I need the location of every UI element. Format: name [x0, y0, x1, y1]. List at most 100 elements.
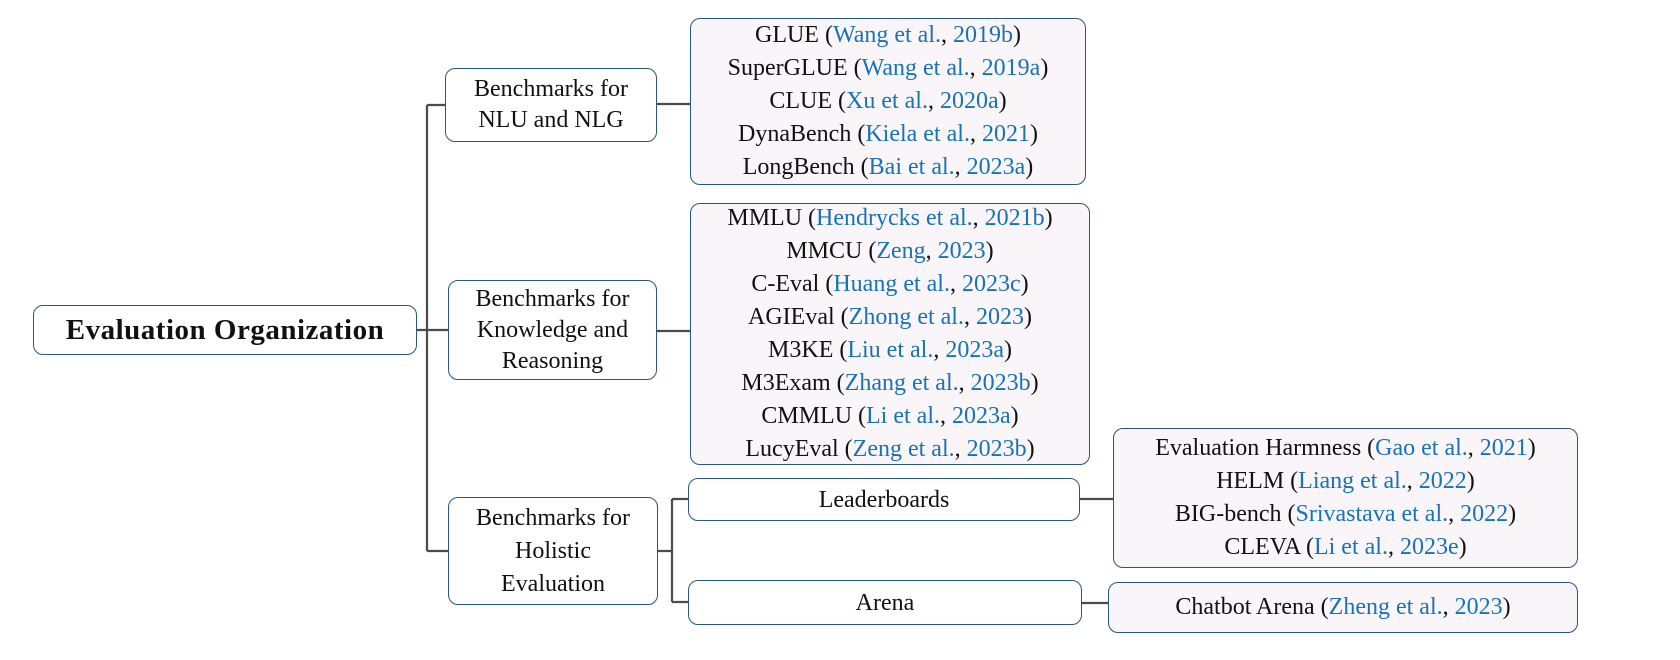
label-line: Reasoning: [501, 347, 604, 374]
benchmark-entry: BIG-bench (Srivastava et al., 2022): [1175, 498, 1516, 531]
citation-year-link[interactable]: 2023b: [966, 436, 1027, 462]
benchmark-name: C-Eval (: [751, 271, 834, 297]
citation-author-link[interactable]: Xu et al.: [846, 88, 928, 114]
citation-year-link[interactable]: 2021b: [984, 205, 1045, 231]
citation-close-paren: ): [998, 88, 1007, 114]
arena-label: Arena: [855, 589, 915, 616]
citation-close-paren: ): [1013, 22, 1021, 48]
citation-close-paren: ): [1010, 403, 1019, 429]
citation-separator: ,: [1448, 501, 1461, 527]
citation-year-link[interactable]: 2023a: [966, 154, 1026, 180]
benchmark-name: BIG-bench (: [1174, 501, 1296, 527]
citation-separator: ,: [927, 88, 940, 114]
benchmark-name: CLUE (: [769, 88, 846, 114]
citation-separator: ,: [941, 22, 953, 48]
citation-separator: ,: [1442, 594, 1455, 620]
label-line: NLU and NLG: [478, 107, 624, 133]
leaderboards-label: Leaderboards: [818, 486, 950, 513]
benchmark-entry: Chatbot Arena (Zheng et al., 2023): [1175, 591, 1510, 624]
citation-close-paren: ): [1502, 594, 1511, 620]
benchmark-entry: SuperGLUE (Wang et al., 2019a): [728, 52, 1049, 85]
benchmark-name: AGIEval (: [748, 304, 849, 330]
citation-close-paren: ): [1025, 154, 1034, 180]
benchmark-name: GLUE (: [754, 22, 833, 48]
benchmark-entry: Evaluation Harmness (Gao et al., 2021): [1155, 432, 1536, 465]
benchmark-entry: HELM (Liang et al., 2022): [1216, 465, 1475, 498]
citation-year-link[interactable]: 2021: [981, 121, 1030, 147]
citation-separator: ,: [925, 238, 938, 264]
benchmark-entry: CLUE (Xu et al., 2020a): [769, 85, 1006, 118]
citation-close-paren: ): [1044, 205, 1053, 231]
citation-close-paren: ): [1023, 304, 1032, 330]
leaf-nlu-nlg-benchmarks: GLUE (Wang et al., 2019b)SuperGLUE (Wang…: [690, 18, 1086, 185]
citation-separator: ,: [954, 154, 967, 180]
citation-separator: ,: [933, 337, 946, 363]
label-line: Holistic: [515, 537, 591, 564]
citation-author-link[interactable]: Zheng et al.: [1328, 594, 1443, 620]
benchmark-name: HELM (: [1216, 468, 1299, 494]
benchmark-name: SuperGLUE (: [727, 55, 862, 81]
benchmark-name: MMLU (: [727, 205, 817, 231]
root-node: Evaluation Organization: [33, 305, 417, 355]
benchmark-entry: AGIEval (Zhong et al., 2023): [748, 301, 1032, 334]
citation-author-link[interactable]: Kiela et al.: [865, 121, 970, 147]
citation-author-link[interactable]: Bai et al.: [868, 154, 955, 180]
citation-author-link[interactable]: Li et al.: [866, 403, 940, 429]
citation-separator: ,: [969, 55, 982, 81]
citation-separator: ,: [963, 304, 976, 330]
citation-year-link[interactable]: 2023: [1454, 594, 1503, 620]
citation-close-paren: ): [1030, 370, 1039, 396]
citation-year-link[interactable]: 2023a: [951, 403, 1011, 429]
benchmark-name: CMMLU (: [761, 403, 867, 429]
citation-year-link[interactable]: 2023a: [945, 337, 1004, 363]
citation-author-link[interactable]: Li et al.: [1313, 534, 1388, 560]
root-label: Evaluation Organization: [65, 313, 385, 346]
citation-author-link[interactable]: Wang et al.: [832, 22, 941, 48]
citation-year-link[interactable]: 2019b: [953, 22, 1013, 48]
node-arena: Arena: [688, 580, 1082, 625]
citation-year-link[interactable]: 2023: [937, 238, 986, 264]
citation-close-paren: ): [1020, 271, 1029, 297]
benchmark-entry: MMCU (Zeng, 2023): [786, 235, 993, 268]
citation-author-link[interactable]: Liu et al.: [847, 337, 934, 363]
citation-author-link[interactable]: Gao et al.: [1375, 435, 1468, 461]
citation-separator: ,: [958, 370, 971, 396]
benchmark-entry: DynaBench (Kiela et al., 2021): [738, 118, 1038, 151]
benchmark-name: LucyEval (: [745, 436, 853, 462]
citation-author-link[interactable]: Huang et al.: [833, 271, 950, 297]
benchmark-name: CLEVA (: [1224, 534, 1314, 560]
citation-year-link[interactable]: 2023c: [961, 271, 1021, 297]
benchmark-name: LongBench (: [742, 154, 869, 180]
citation-year-link[interactable]: 2023b: [970, 370, 1031, 396]
benchmark-name: M3KE (: [768, 337, 848, 363]
citation-close-paren: ): [1029, 121, 1038, 147]
citation-year-link[interactable]: 2022: [1460, 501, 1509, 527]
citation-year-link[interactable]: 2023e: [1399, 534, 1459, 560]
citation-close-paren: ): [1508, 501, 1517, 527]
citation-close-paren: ): [1026, 436, 1035, 462]
benchmark-entry: C-Eval (Huang et al., 2023c): [751, 268, 1028, 301]
benchmark-entry: GLUE (Wang et al., 2019b): [755, 19, 1021, 52]
citation-separator: ,: [1406, 468, 1419, 494]
citation-author-link[interactable]: Zeng: [876, 238, 926, 264]
citation-author-link[interactable]: Zhang et al.: [844, 370, 959, 396]
citation-year-link[interactable]: 2023: [975, 304, 1024, 330]
citation-author-link[interactable]: Zeng et al.: [852, 436, 955, 462]
citation-author-link[interactable]: Wang et al.: [861, 55, 970, 81]
citation-separator: ,: [954, 436, 967, 462]
label-line: Benchmarks for: [476, 504, 630, 531]
benchmark-entry: M3KE (Liu et al., 2023a): [768, 334, 1012, 367]
citation-author-link[interactable]: Hendrycks et al.: [816, 205, 973, 231]
citation-year-link[interactable]: 2021: [1479, 435, 1528, 461]
label-line: Evaluation: [501, 570, 605, 597]
node-leaderboards: Leaderboards: [688, 478, 1080, 521]
citation-author-link[interactable]: Srivastava et al.: [1295, 501, 1449, 527]
citation-author-link[interactable]: Liang et al.: [1298, 468, 1407, 494]
citation-year-link[interactable]: 2020a: [939, 88, 999, 114]
citation-author-link[interactable]: Zhong et al.: [848, 304, 964, 330]
citation-year-link[interactable]: 2022: [1418, 468, 1467, 494]
citation-year-link[interactable]: 2019a: [981, 55, 1041, 81]
